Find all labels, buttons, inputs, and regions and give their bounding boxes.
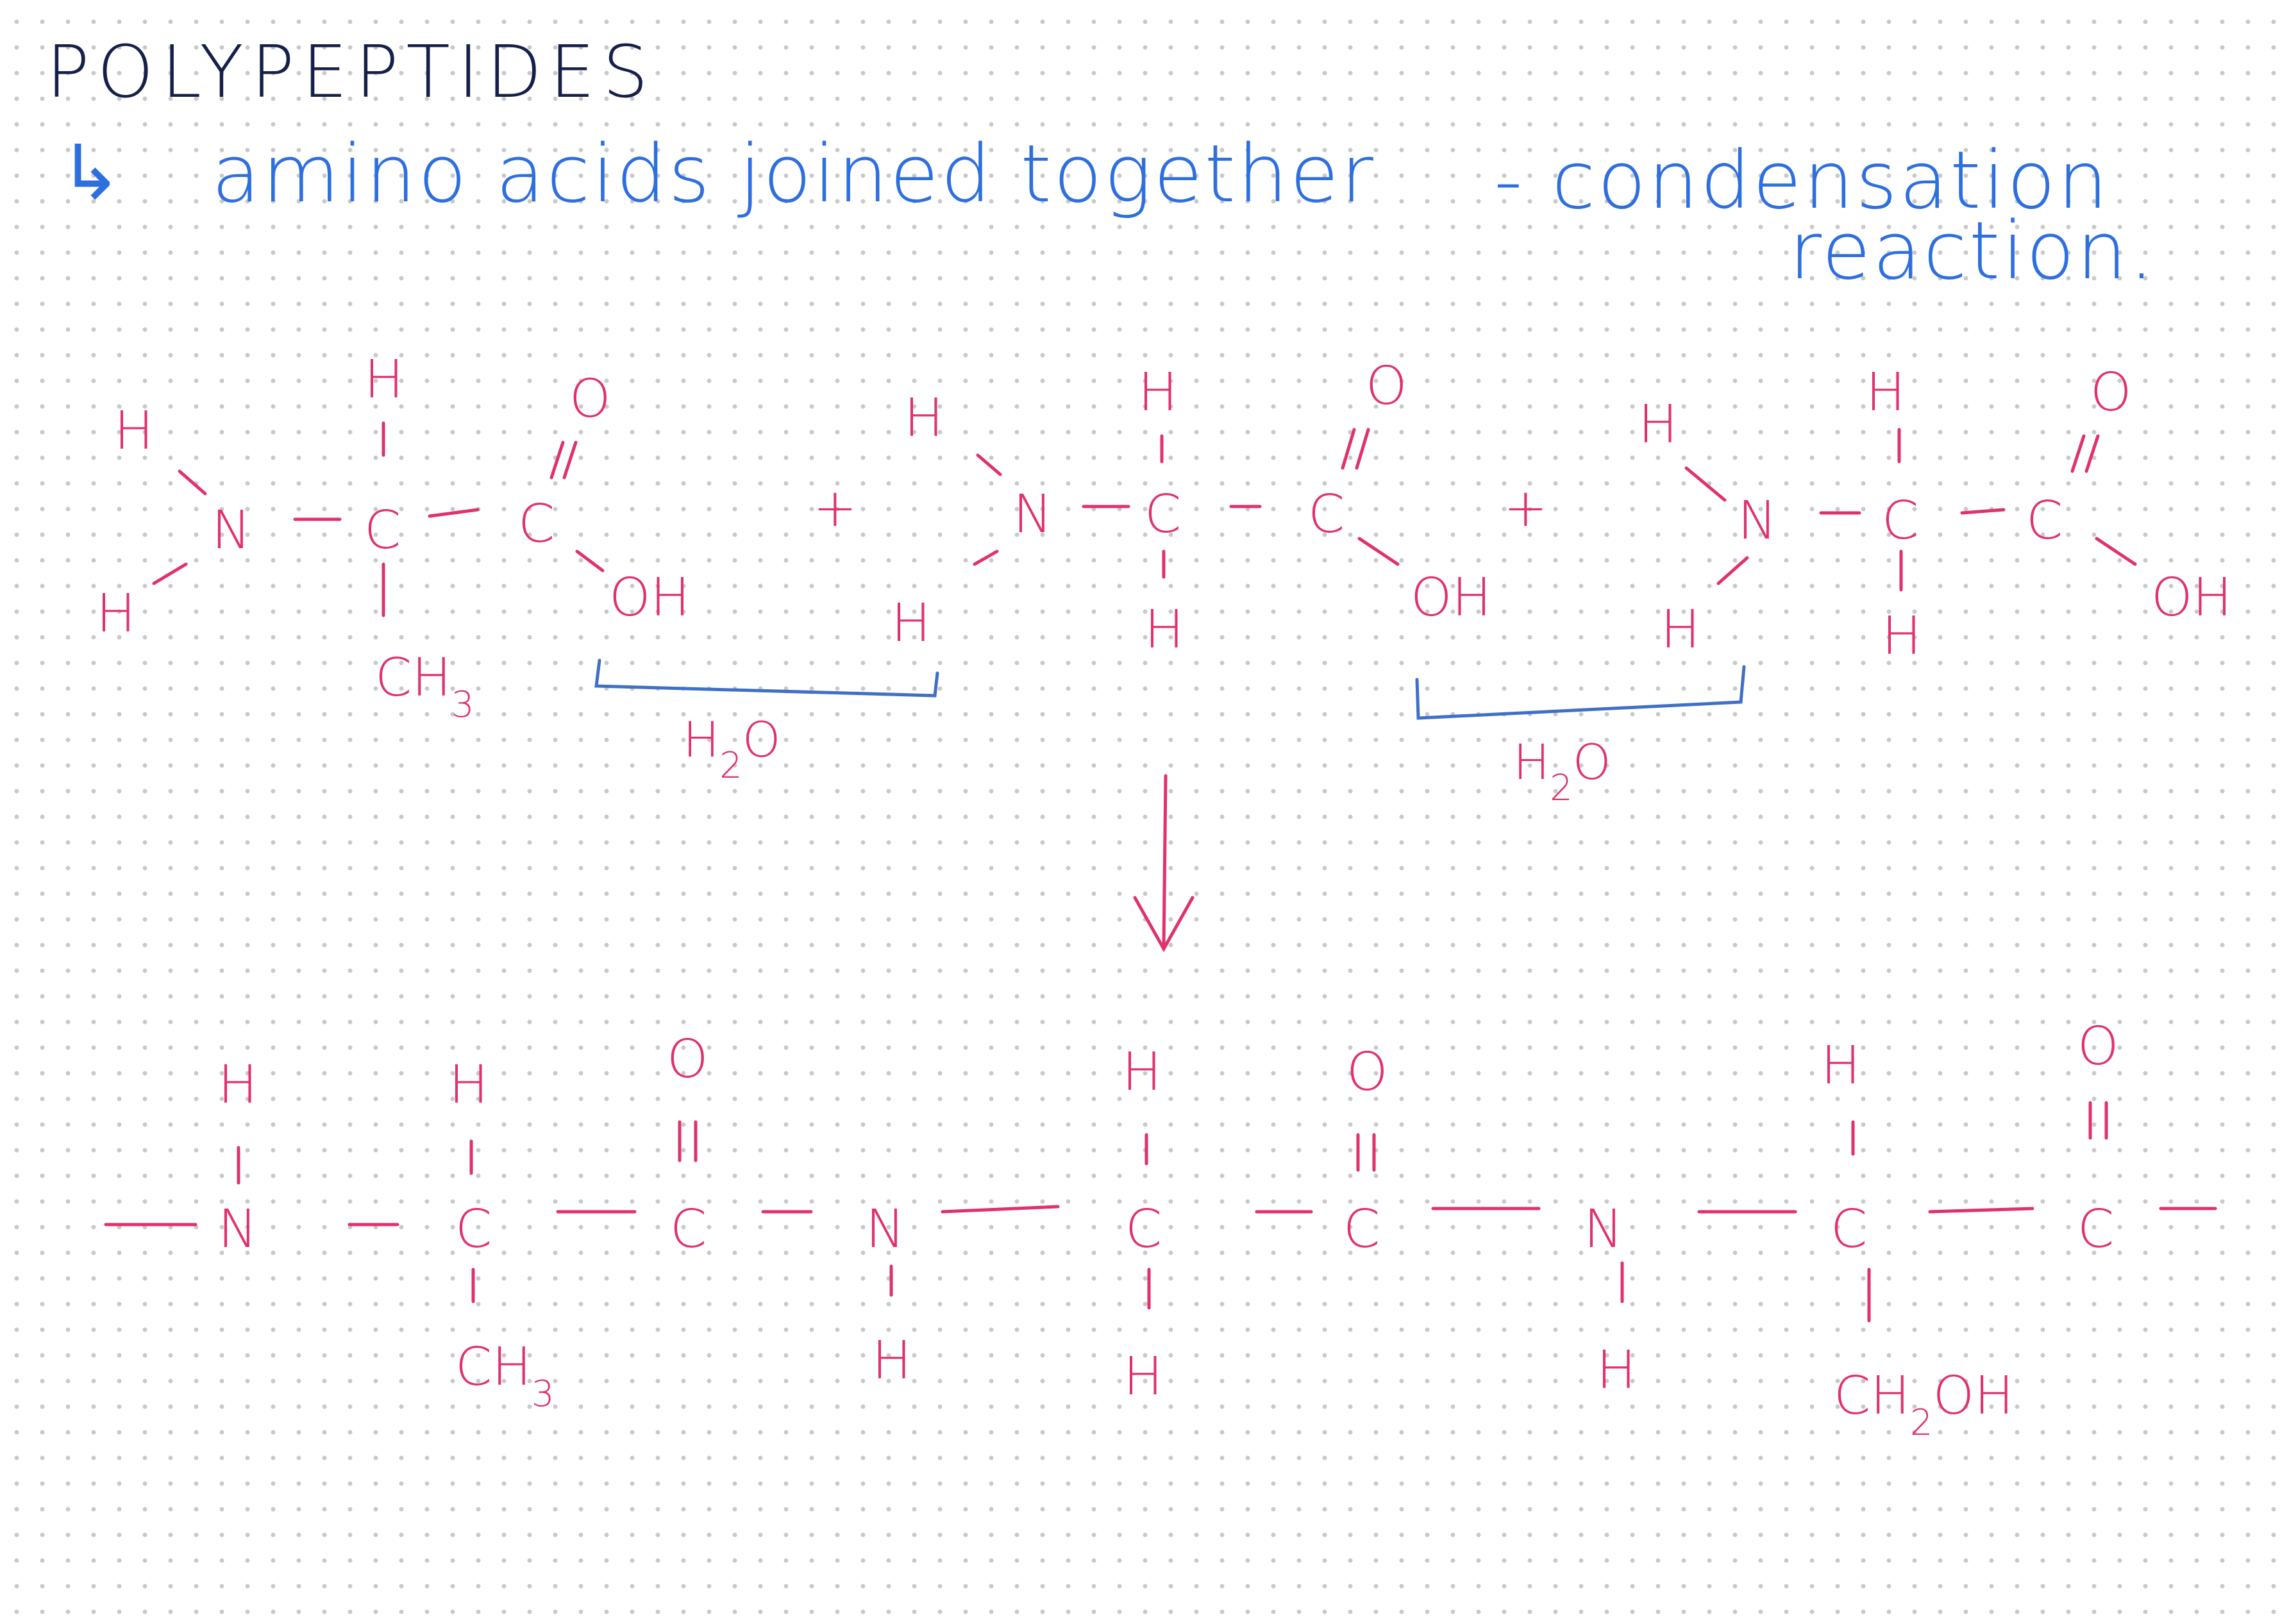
- water-label: H2O: [683, 711, 781, 787]
- atom-c: C: [1144, 484, 1181, 545]
- bond: [1341, 428, 1356, 470]
- atom-c: C: [1831, 1199, 1867, 1260]
- bond: [1960, 508, 2006, 515]
- atom-c: C: [364, 500, 401, 561]
- atom-n: N: [1584, 1199, 1623, 1260]
- bond: [2084, 434, 2100, 473]
- note-line-2: - condensation: [1494, 135, 2110, 227]
- bracket-line: [594, 658, 939, 698]
- arrow-shaft: [1162, 774, 1168, 951]
- side-chain-label: H: [1144, 599, 1184, 660]
- atom-c: C: [1882, 490, 1918, 551]
- page-title: POLYPEPTIDES: [46, 31, 657, 114]
- bond: [152, 562, 188, 585]
- note-line-3: reaction.: [1789, 205, 2156, 297]
- amino-acid-3: H N H C H H C O OH: [1638, 362, 2232, 667]
- atom-h: H: [1138, 362, 1178, 423]
- bond: [2095, 537, 2137, 566]
- atom-h: H: [1638, 394, 1678, 455]
- atom-c: C: [1125, 1199, 1162, 1260]
- atom-h: H: [891, 593, 931, 654]
- side-chain-label: CH2OH: [1834, 1366, 2014, 1444]
- atom-c: C: [1343, 1199, 1380, 1260]
- bond: [1684, 466, 1727, 502]
- atom-c: C: [2077, 1199, 2114, 1260]
- plus-sign: +: [1504, 478, 1548, 539]
- side-chain-label: CH3: [455, 1337, 555, 1415]
- bond: [1716, 556, 1749, 585]
- atom-oh: OH: [609, 567, 690, 628]
- side-chain-label: CH3: [375, 648, 474, 726]
- bond: [2070, 434, 2086, 473]
- bond: [562, 440, 578, 480]
- atom-o: O: [1346, 1042, 1388, 1103]
- atom-c: C: [455, 1199, 492, 1260]
- water-bracket-1: H2O: [594, 658, 939, 787]
- atom-c: C: [2026, 490, 2063, 551]
- arrow-head-icon: [1133, 896, 1195, 953]
- atom-n: N: [1013, 484, 1052, 545]
- atom-c: C: [670, 1199, 707, 1260]
- side-chain-label: H: [1123, 1346, 1163, 1407]
- reaction-arrow: [1133, 774, 1195, 953]
- atom-c: C: [518, 494, 555, 555]
- atom-h: H: [364, 349, 404, 410]
- bond: [1928, 1207, 2034, 1214]
- atom-c: C: [1308, 484, 1345, 545]
- atom-n: N: [866, 1199, 905, 1260]
- atom-h: H: [1866, 362, 1906, 423]
- atom-h: H: [904, 388, 944, 449]
- atom-h: H: [218, 1055, 258, 1116]
- atom-h: H: [872, 1330, 912, 1391]
- atom-oh: OH: [1411, 567, 1491, 628]
- water-label: H2O: [1513, 733, 1611, 809]
- atom-o: O: [2077, 1016, 2119, 1077]
- atom-h: H: [96, 583, 136, 644]
- side-chain-label: H: [1882, 606, 1922, 667]
- atom-h: H: [1122, 1042, 1162, 1103]
- atom-n: N: [1738, 490, 1777, 551]
- atom-h: H: [1821, 1035, 1861, 1096]
- arrow-icon: ↳: [59, 128, 122, 217]
- bond: [428, 508, 480, 518]
- atom-o: O: [667, 1029, 709, 1090]
- bond: [1355, 428, 1370, 470]
- water-bracket-2: H2O: [1415, 665, 1746, 809]
- atom-o: O: [569, 369, 611, 430]
- bracket-line: [1415, 665, 1746, 720]
- plus-sign: +: [813, 478, 857, 539]
- amino-acid-2: H N H C H H C O OH: [891, 356, 1491, 660]
- bond: [1357, 537, 1400, 566]
- atom-h: H: [1661, 599, 1700, 660]
- atom-h: H: [1597, 1340, 1636, 1401]
- bond: [549, 440, 565, 480]
- atom-oh: OH: [2151, 567, 2232, 628]
- atom-n: N: [212, 500, 251, 561]
- bond: [178, 469, 207, 496]
- bond: [973, 549, 999, 566]
- amino-acid-1: H H N C H CH3 C O OH: [96, 349, 690, 726]
- atom-n: N: [218, 1199, 257, 1260]
- atom-h: H: [449, 1055, 489, 1116]
- bond: [575, 549, 605, 573]
- atom-o: O: [1366, 356, 1407, 417]
- bond: [941, 1205, 1060, 1214]
- bond: [976, 453, 1002, 476]
- polypeptide-product: N H C H CH3 C O N H C H H C: [104, 1016, 2217, 1444]
- note-line-1: amino acids joined together: [212, 128, 1375, 221]
- atom-h: H: [114, 401, 154, 462]
- atom-o: O: [2090, 362, 2132, 423]
